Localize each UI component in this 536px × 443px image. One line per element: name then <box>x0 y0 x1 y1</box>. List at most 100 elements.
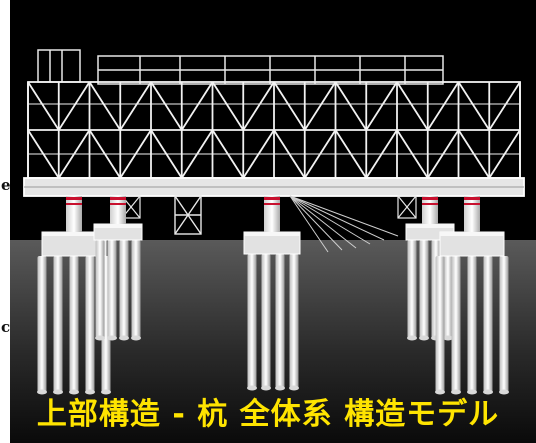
pile <box>247 254 257 388</box>
truss-diagonal <box>303 81 337 131</box>
pile-tip <box>275 385 285 391</box>
truss-diagonal <box>334 129 368 179</box>
pile-tip <box>467 389 477 395</box>
truss-diagonal <box>488 129 521 179</box>
pile <box>407 240 417 338</box>
pile <box>499 256 509 392</box>
pier-group-5 <box>435 196 509 395</box>
truss-diagonal <box>365 81 398 131</box>
truss-diagonal <box>457 81 491 131</box>
truss-diagonal <box>273 129 306 179</box>
pile <box>483 256 493 392</box>
truss-diagonal <box>180 81 214 131</box>
bearing-band <box>110 197 126 200</box>
pile <box>443 240 453 338</box>
truss-diagonal <box>334 81 368 131</box>
truss-diagonal <box>457 129 491 179</box>
pile-tip <box>289 385 299 391</box>
bearing-band <box>464 203 480 205</box>
pile-cap-top <box>440 232 504 236</box>
truss-diagonal <box>426 81 460 131</box>
truss-diagonal <box>365 129 398 179</box>
pile-tip <box>451 389 461 395</box>
pile <box>69 256 79 392</box>
truss-diagonal <box>57 129 91 179</box>
pile-tip <box>261 385 271 391</box>
truss-diagonal <box>150 81 183 131</box>
truss-diagonal <box>242 129 275 179</box>
figure-caption: 上部構造 - 杭 全体系 構造モデル <box>36 397 500 432</box>
pile-foundations <box>37 196 509 395</box>
pier-group-3 <box>243 196 301 391</box>
bearing-band <box>264 197 280 200</box>
bearing-band <box>422 203 438 205</box>
truss-diagonal <box>180 129 214 179</box>
pile-tip <box>131 335 141 341</box>
pile-cap-top <box>244 232 300 236</box>
pier-column <box>464 196 480 232</box>
pier-group-2 <box>93 196 143 341</box>
pier-column <box>422 196 438 224</box>
pile <box>131 240 141 338</box>
pile-tip <box>37 389 47 395</box>
bearing-band <box>464 197 480 200</box>
pile-cap-top <box>94 224 142 228</box>
pile <box>451 256 461 392</box>
pile-tip <box>407 335 417 341</box>
truss-diagonal <box>150 129 183 179</box>
pile-cap-top <box>42 232 106 236</box>
pile-tip <box>435 389 445 395</box>
truss-diagonal <box>211 129 245 179</box>
truss-diagonal <box>119 81 152 131</box>
bearing-band <box>264 203 280 205</box>
pile <box>419 240 429 338</box>
pile-tip <box>483 389 493 395</box>
pile-tip <box>247 385 257 391</box>
pier-column <box>110 196 126 224</box>
pile <box>85 256 95 392</box>
pile <box>95 240 105 338</box>
main-truss-frame <box>23 81 525 235</box>
bearing-band <box>422 197 438 200</box>
truss-diagonal <box>88 129 122 179</box>
pile <box>435 256 445 392</box>
truss-diagonal <box>396 81 429 131</box>
pile <box>261 254 271 388</box>
bearing-band <box>66 197 82 200</box>
truss-diagonal <box>119 129 152 179</box>
truss-diagonal <box>273 81 306 131</box>
central-bracing-tower <box>174 195 202 235</box>
pile <box>107 240 117 338</box>
truss-diagonal <box>57 81 91 131</box>
truss-diagonal <box>27 129 60 179</box>
pile-tip <box>53 389 63 395</box>
side-mark-upper: e <box>1 176 11 194</box>
pile-tip <box>107 335 117 341</box>
pile-cap-top <box>406 224 454 228</box>
pile-tip <box>69 389 79 395</box>
truss-diagonal <box>211 81 245 131</box>
pile-tip <box>419 335 429 341</box>
bearing-band <box>66 203 82 205</box>
pier-column <box>66 196 82 232</box>
upper-frame <box>37 49 444 85</box>
truss-diagonal <box>88 81 122 131</box>
pile-tip <box>85 389 95 395</box>
pile <box>37 256 47 392</box>
cable-stays <box>289 195 399 253</box>
pile-tip <box>101 389 111 395</box>
pile <box>467 256 477 392</box>
pile <box>275 254 285 388</box>
pile-tip <box>443 335 453 341</box>
pile-tip <box>95 335 105 341</box>
truss-diagonal <box>426 129 460 179</box>
side-bracing-frame <box>397 195 417 219</box>
pile-tip <box>499 389 509 395</box>
truss-diagonal <box>488 81 521 131</box>
truss-diagonal <box>242 81 275 131</box>
truss-diagonal <box>27 81 60 131</box>
pier-column <box>264 196 280 232</box>
truss-diagonal <box>303 129 337 179</box>
